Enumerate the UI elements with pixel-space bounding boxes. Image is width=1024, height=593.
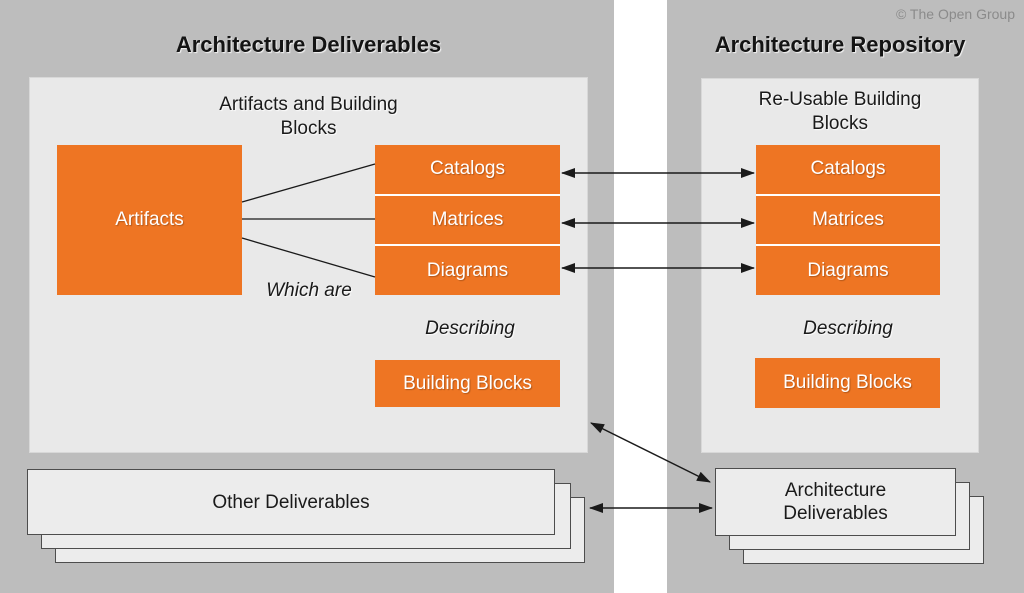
- left-panel-heading: Artifacts and Building Blocks: [29, 93, 588, 141]
- right-diagrams-box: Diagrams: [756, 246, 940, 296]
- right-matrices-label: Matrices: [812, 209, 884, 230]
- artifacts-label: Artifacts: [115, 209, 184, 230]
- other-deliverables-label: Other Deliverables: [212, 491, 370, 513]
- artifacts-box: Artifacts: [57, 145, 242, 295]
- copyright-text: © The Open Group: [895, 6, 1015, 22]
- architecture-deliverables-box: Architecture Deliverables: [715, 468, 956, 536]
- left-matrices-box: Matrices: [375, 195, 560, 245]
- left-matrices-label: Matrices: [431, 209, 504, 230]
- which-are-note: Which are: [266, 280, 352, 301]
- left-artifact-types-stack: Catalogs Matrices Diagrams: [375, 145, 560, 296]
- other-deliverables-box: Other Deliverables: [27, 469, 555, 535]
- left-building-blocks-label: Building Blocks: [403, 372, 532, 394]
- left-section-title: Architecture Deliverables: [175, 32, 442, 57]
- right-catalogs-label: Catalogs: [810, 158, 886, 180]
- right-panel-heading-text: Re-Usable Building Blocks: [758, 89, 922, 134]
- right-catalogs-box: Catalogs: [756, 145, 940, 194]
- right-matrices-box: Matrices: [756, 195, 940, 245]
- right-diagrams-label: Diagrams: [807, 259, 889, 281]
- left-diagrams-box: Diagrams: [375, 246, 560, 296]
- right-panel-heading: Re-Usable Building Blocks: [701, 88, 979, 136]
- right-building-blocks-box: Building Blocks: [755, 358, 940, 408]
- left-panel-heading-text: Artifacts and Building Blocks: [219, 94, 398, 139]
- right-describing-note: Describing: [803, 318, 893, 339]
- left-catalogs-label: Catalogs: [430, 158, 505, 180]
- left-catalogs-box: Catalogs: [375, 145, 560, 194]
- architecture-deliverables-label: Architecture Deliverables: [783, 480, 888, 524]
- left-describing-note: Describing: [425, 318, 515, 339]
- right-section-title: Architecture Repository: [714, 32, 966, 57]
- left-building-blocks-box: Building Blocks: [375, 360, 560, 407]
- right-artifact-types-stack: Catalogs Matrices Diagrams: [756, 145, 940, 296]
- right-building-blocks-label: Building Blocks: [783, 372, 912, 393]
- left-diagrams-label: Diagrams: [426, 259, 509, 281]
